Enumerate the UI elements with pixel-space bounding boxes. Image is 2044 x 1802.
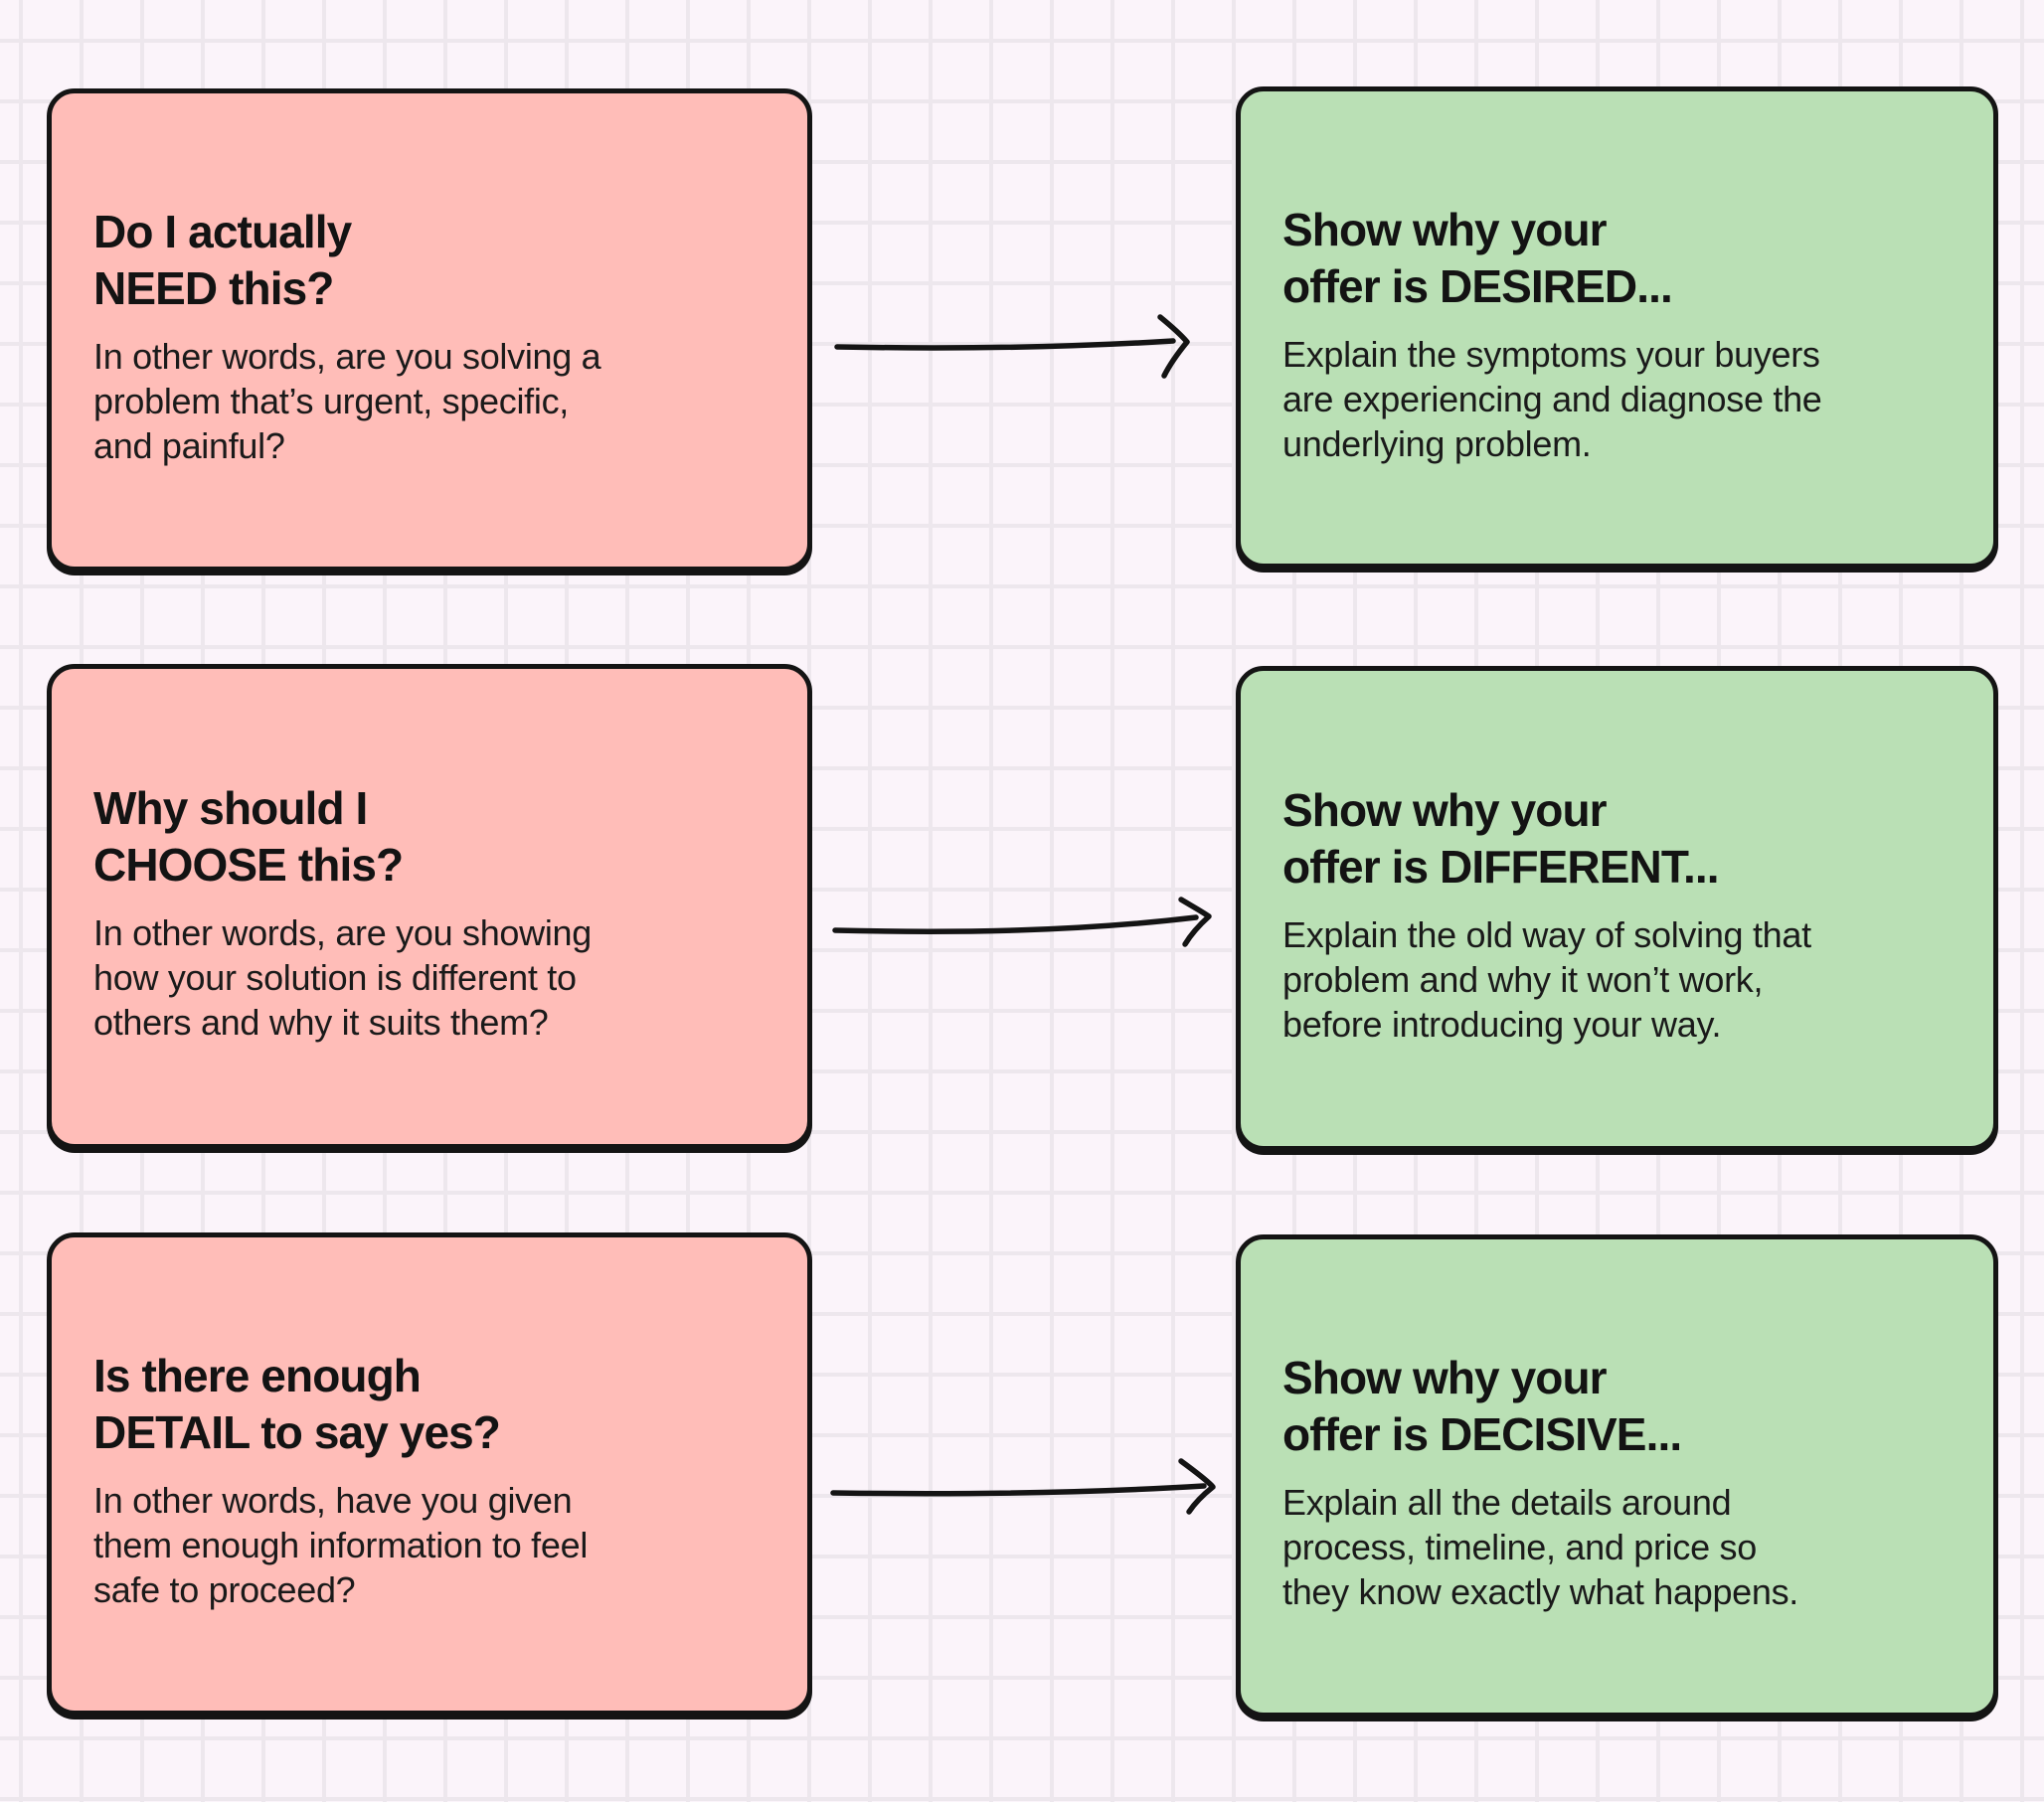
question-card-choose[interactable]: Why should I CHOOSE this? In other words… (47, 664, 812, 1149)
question-card-title: Why should I CHOOSE this? (93, 782, 404, 891)
question-card-body: In other words, are you showing how your… (93, 912, 592, 1043)
answer-card-body: Explain the symptoms your buyers are exp… (1282, 333, 1822, 464)
answer-card-title: Show why your offer is DECISIVE... (1282, 1352, 1682, 1460)
answer-card-title: Show why your offer is DESIRED... (1282, 203, 1673, 312)
answer-card-body: Explain the old way of solving that prob… (1282, 914, 1811, 1045)
question-card-body: In other words, have you given them enou… (93, 1480, 589, 1610)
arrow-right-icon (830, 1458, 1216, 1515)
arrow-right-icon (834, 314, 1190, 379)
answer-card-body: Explain all the details around process, … (1282, 1482, 1799, 1612)
connector-arrow-1[interactable] (823, 300, 1201, 390)
connector-arrow-2[interactable] (820, 887, 1218, 961)
question-card-title: Do I actually NEED this? (93, 206, 352, 314)
answer-card-desired[interactable]: Show why your offer is DESIRED... Explai… (1236, 86, 1998, 569)
connector-arrow-3[interactable] (821, 1435, 1219, 1515)
answer-card-decisive[interactable]: Show why your offer is DECISIVE... Expla… (1236, 1234, 1998, 1718)
arrow-right-icon (832, 897, 1212, 947)
question-card-title: Is there enough DETAIL to say yes? (93, 1350, 501, 1458)
question-card-need[interactable]: Do I actually NEED this? In other words,… (47, 88, 812, 572)
answer-card-different[interactable]: Show why your offer is DIFFERENT... Expl… (1236, 666, 1998, 1151)
question-card-detail[interactable]: Is there enough DETAIL to say yes? In ot… (47, 1232, 812, 1716)
question-card-body: In other words, are you solving a proble… (93, 336, 601, 466)
answer-card-title: Show why your offer is DIFFERENT... (1282, 784, 1719, 893)
